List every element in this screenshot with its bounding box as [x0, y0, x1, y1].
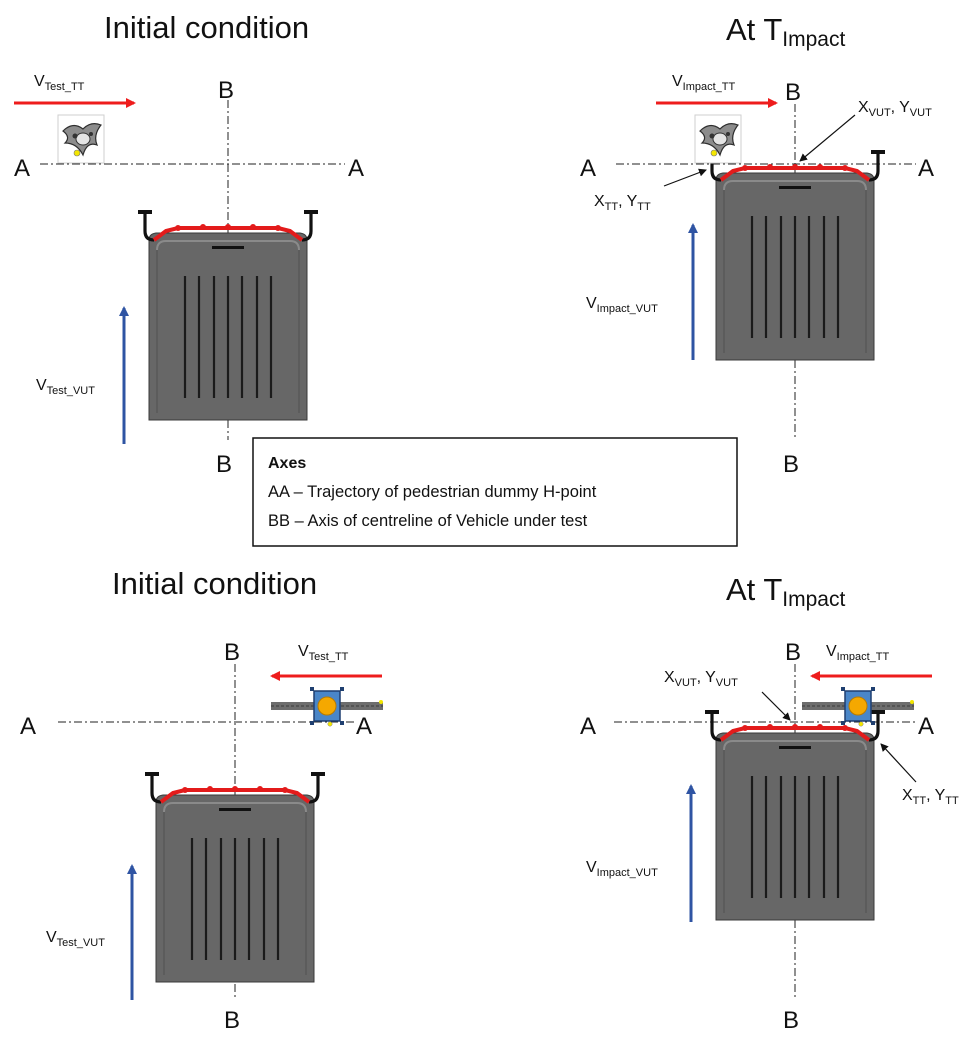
- axis-label-b-top: B: [218, 77, 234, 104]
- vehicle-under-test: [143, 772, 327, 984]
- axis-label-a-left: A: [580, 713, 596, 740]
- axis-label-b-top: B: [224, 639, 240, 666]
- vehicle-velocity-label: VImpact_VUT: [586, 859, 658, 879]
- axis-label-b-bottom: B: [216, 451, 232, 478]
- legend-title: Axes: [268, 455, 306, 472]
- panel-initial-condition-bottom: Initial condition B B A A VTest_TT VTest…: [20, 566, 384, 1034]
- panel-initial-condition-top: Initial condition B B A A VTest_TT VTest…: [14, 10, 364, 478]
- impact-point-vut-pointer: [799, 114, 856, 162]
- axes-legend: Axes AA – Trajectory of pedestrian dummy…: [252, 437, 738, 547]
- axis-label-b-bottom: B: [783, 451, 799, 478]
- impact-point-tt-label: XTT,YTT: [902, 787, 959, 807]
- vehicle-under-test: [703, 710, 887, 922]
- panel-at-t-impact-bottom: At TImpact B B A A VImpact_TT XVUT,YVUT …: [580, 572, 959, 1034]
- pedestrian-dummy: [57, 114, 105, 164]
- impact-point-vut-pointer: [761, 691, 791, 721]
- target-velocity-label: VImpact_TT: [826, 643, 890, 663]
- vehicle-under-test: [136, 210, 320, 422]
- panel-at-t-impact-top: At TImpact B B A A VImpact_TT XVUT,YVUT …: [580, 12, 934, 478]
- panel-title: At TImpact: [726, 572, 845, 611]
- panel-title: Initial condition: [104, 10, 309, 45]
- axis-label-a-right: A: [356, 713, 372, 740]
- impact-point-vut-label: XVUT,YVUT: [664, 669, 738, 689]
- impact-point-tt-label: XTT,YTT: [594, 193, 651, 213]
- axis-label-a-left: A: [14, 155, 30, 182]
- pedestrian-target-carrier: [801, 686, 915, 727]
- axis-label-a-right: A: [918, 155, 934, 182]
- axis-label-b-bottom: B: [783, 1007, 799, 1034]
- impact-point-tt-pointer: [880, 743, 917, 783]
- legend-line-aa: AA – Trajectory of pedestrian dummy H-po…: [268, 483, 597, 501]
- target-velocity-label: VTest_TT: [298, 643, 349, 663]
- vehicle-under-test: [703, 150, 887, 362]
- axis-label-a-left: A: [580, 155, 596, 182]
- target-velocity-label: VTest_TT: [34, 73, 85, 93]
- axis-label-a-left: A: [20, 713, 36, 740]
- panel-title: Initial condition: [112, 566, 317, 601]
- legend-line-bb: BB – Axis of centreline of Vehicle under…: [268, 512, 588, 530]
- impact-point-vut-label: XVUT,YVUT: [858, 99, 932, 119]
- vehicle-velocity-label: VTest_VUT: [46, 929, 105, 949]
- impact-point-tt-pointer: [663, 168, 707, 187]
- target-velocity-label: VImpact_TT: [672, 73, 736, 93]
- axis-label-b-top: B: [785, 79, 801, 106]
- axis-label-a-right: A: [348, 155, 364, 182]
- axis-label-b-top: B: [785, 639, 801, 666]
- axis-label-b-bottom: B: [224, 1007, 240, 1034]
- legend-box: [252, 437, 738, 547]
- vehicle-velocity-label: VTest_VUT: [36, 377, 95, 397]
- pedestrian-dummy: [694, 114, 742, 164]
- axis-label-a-right: A: [918, 713, 934, 740]
- panel-title: At TImpact: [726, 12, 845, 51]
- vehicle-velocity-label: VImpact_VUT: [586, 295, 658, 315]
